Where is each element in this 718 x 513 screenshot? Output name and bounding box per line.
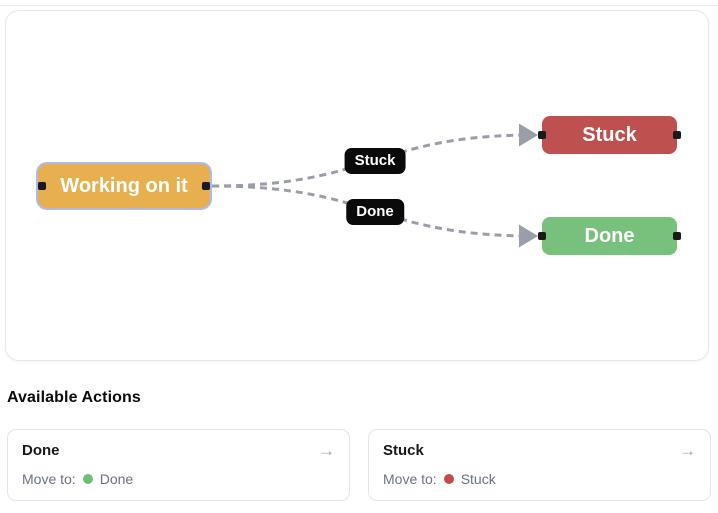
node-stuck[interactable]: Stuck [538, 116, 681, 154]
target-state-label: Done [99, 471, 134, 487]
workflow-canvas[interactable]: Working on it Stuck Done Stuck Done [5, 10, 709, 361]
action-card-stuck[interactable]: Stuck → Move to: Stuck [368, 429, 711, 501]
node-label: Stuck [582, 123, 637, 146]
state-dot-stuck [443, 474, 454, 484]
available-actions-heading: Available Actions [7, 389, 141, 406]
edges-layer [211, 123, 538, 248]
edge-label-stuck[interactable]: Stuck [344, 148, 406, 174]
node-handle-right[interactable] [202, 182, 210, 190]
arrow-right-icon: → [318, 441, 335, 460]
arrow-right-icon: → [679, 441, 696, 460]
node-handle-left[interactable] [538, 232, 546, 240]
target-state-label: Stuck [460, 471, 496, 487]
move-to-label: Move to: [383, 471, 437, 487]
node-working-on-it[interactable]: Working on it [36, 162, 212, 210]
edge-label-done[interactable]: Done [346, 199, 404, 225]
node-handle-left[interactable] [38, 182, 46, 190]
arrowhead-stuck-icon [519, 123, 538, 147]
node-label: Working on it [60, 174, 188, 197]
node-label: Done [584, 224, 635, 247]
node-handle-right[interactable] [673, 131, 681, 139]
arrowhead-done-icon [519, 224, 538, 248]
top-divider [0, 5, 718, 6]
action-title: Stuck [383, 442, 424, 459]
state-dot-done [82, 474, 93, 484]
action-title: Done [22, 442, 60, 459]
actions-list: Done → Move to: Done Stuck → Move to: St… [7, 429, 711, 501]
node-handle-right[interactable] [673, 232, 681, 240]
action-card-done[interactable]: Done → Move to: Done [7, 429, 350, 501]
move-to-label: Move to: [22, 471, 76, 487]
node-done[interactable]: Done [538, 217, 681, 255]
node-handle-left[interactable] [538, 131, 546, 139]
